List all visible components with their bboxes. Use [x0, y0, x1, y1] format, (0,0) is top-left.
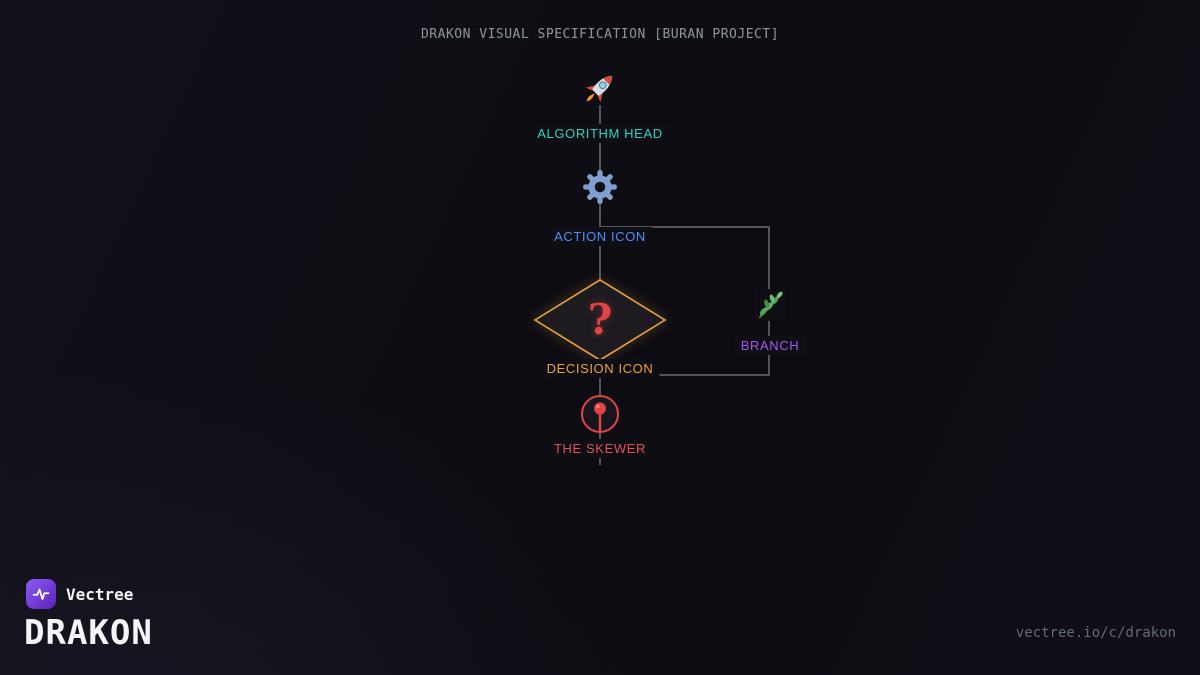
rocket-icon — [580, 68, 620, 108]
skewer-label: THE SKEWER — [548, 439, 652, 458]
pulse-icon — [32, 588, 50, 601]
drakon-wordmark: DRAKON — [24, 613, 153, 653]
gear-icon — [581, 168, 619, 206]
question-mark: ? — [587, 295, 613, 344]
herb-icon — [754, 289, 786, 321]
skewer-icon — [578, 392, 622, 436]
decision-diamond: ? — [525, 270, 675, 370]
decision-icon-label: DECISION ICON — [540, 359, 660, 378]
algorithm-head-label: ALGORITHM HEAD — [531, 124, 669, 143]
brand-name: Vectree — [66, 585, 134, 604]
page-title: DRAKON VISUAL SPECIFICATION [BURAN PROJE… — [420, 27, 780, 42]
action-icon-label: ACTION ICON — [548, 227, 652, 246]
footer-url: vectree.io/c/drakon — [1015, 625, 1176, 641]
vectree-logo — [26, 579, 56, 609]
branch-label: BRANCH — [734, 336, 806, 355]
